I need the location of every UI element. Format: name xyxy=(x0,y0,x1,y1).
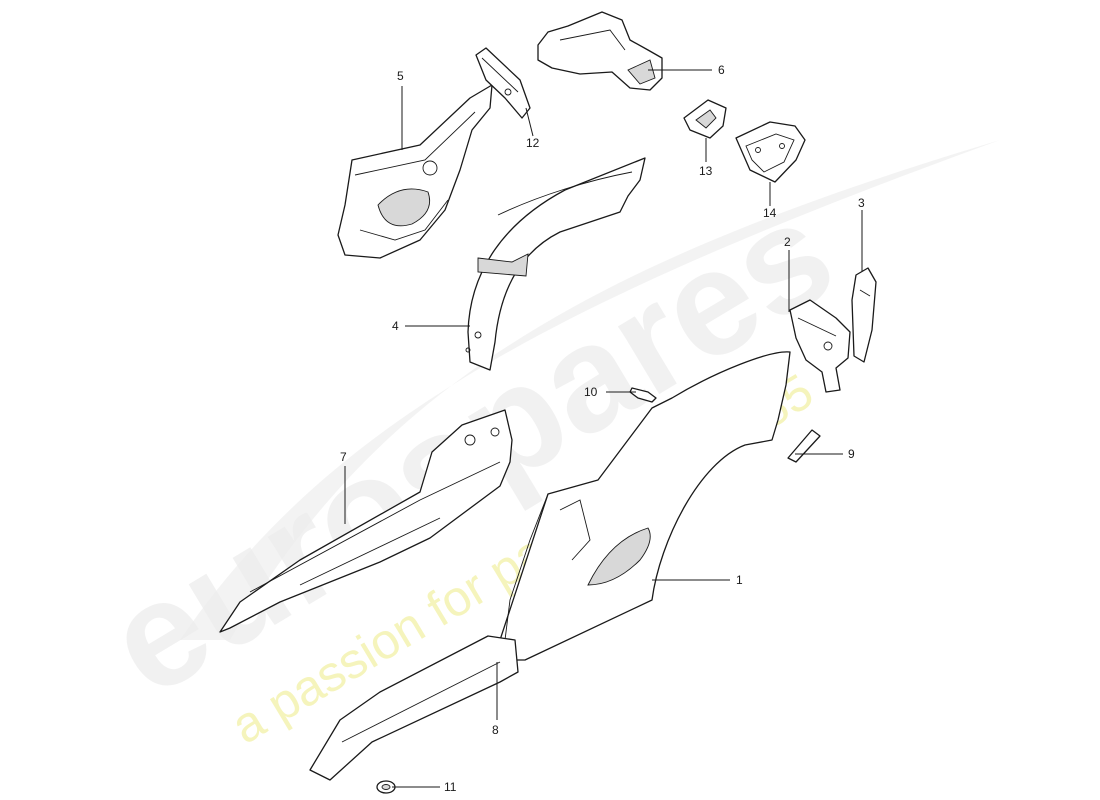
part-9-strip xyxy=(787,429,821,463)
callout-5: 5 xyxy=(397,69,404,83)
callout-2: 2 xyxy=(784,235,791,249)
leader-12 xyxy=(525,107,534,137)
callout-7: 7 xyxy=(340,450,347,464)
part-6-wheel-arch-upper xyxy=(537,11,663,91)
callout-9: 9 xyxy=(848,447,855,461)
callout-8: 8 xyxy=(492,723,499,737)
part-2-rear-bracket xyxy=(789,299,851,393)
leader-lines xyxy=(344,69,863,788)
callout-6: 6 xyxy=(718,63,725,77)
callout-11: 11 xyxy=(444,780,457,794)
part-12-bracket xyxy=(475,47,531,119)
part-5-inner-quarter-panel xyxy=(337,84,493,259)
callout-10: 10 xyxy=(584,385,598,399)
part-3-trim-panel xyxy=(851,267,877,363)
part-7-sill-inner xyxy=(219,409,513,633)
part-1-side-panel xyxy=(499,351,791,661)
callout-1: 1 xyxy=(736,573,743,587)
part-8-rocker xyxy=(309,635,519,781)
callout-4: 4 xyxy=(392,319,399,333)
callout-labels: 1 2 3 4 5 6 7 8 9 10 11 12 13 14 xyxy=(340,63,865,794)
part-14-cover-panel xyxy=(735,121,806,183)
callout-12: 12 xyxy=(526,136,540,150)
part-13-gasket xyxy=(683,99,727,139)
callout-3: 3 xyxy=(858,196,865,210)
part-4-wheel-housing xyxy=(465,157,646,371)
callout-14: 14 xyxy=(763,206,777,220)
callout-13: 13 xyxy=(699,164,713,178)
